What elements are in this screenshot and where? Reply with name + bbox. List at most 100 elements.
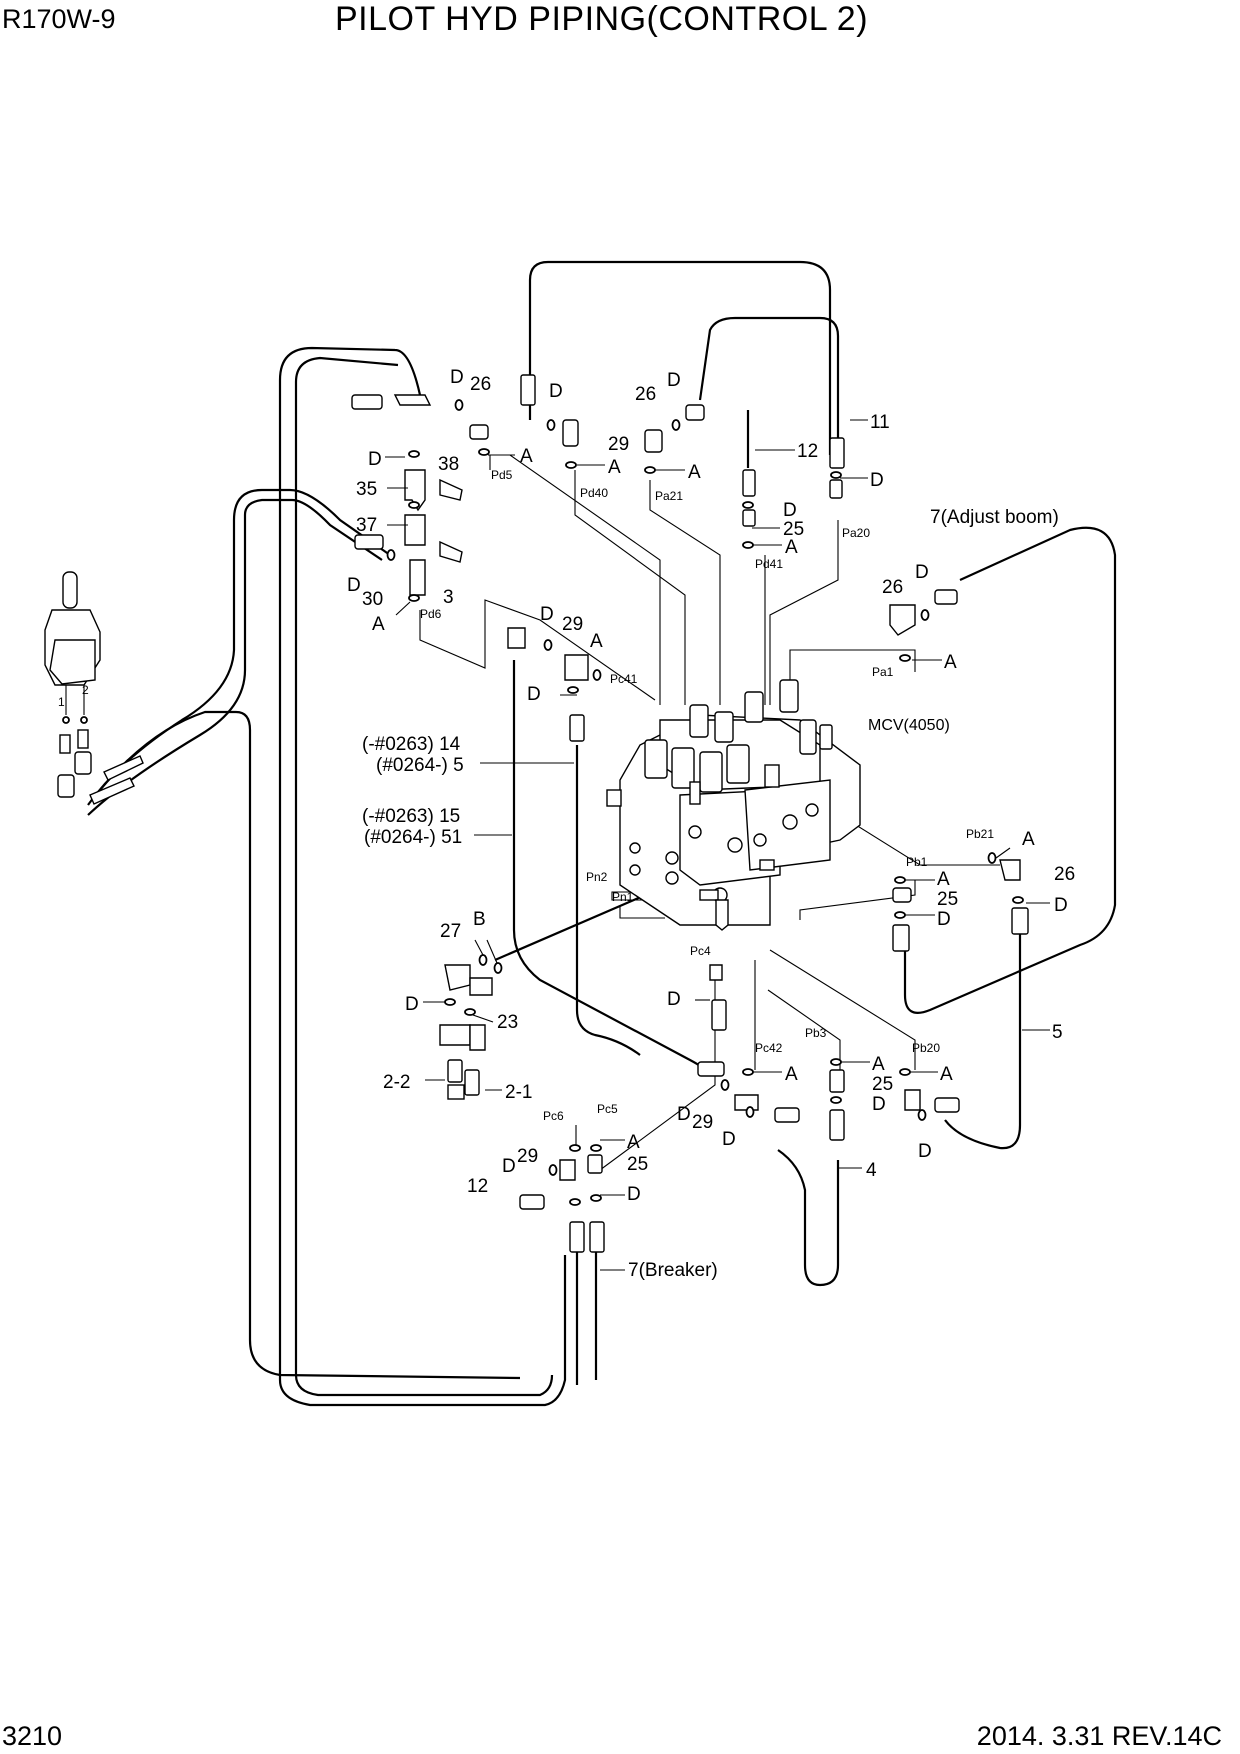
callout-d: D — [502, 1156, 516, 1177]
port-label-pb21: Pb21 — [966, 827, 994, 841]
port-label-pc41: Pc41 — [610, 672, 638, 686]
callout-2-1: 2-1 — [505, 1082, 532, 1103]
callout-29: 29 — [517, 1146, 538, 1167]
callout-14: (-#0263) 14 — [362, 734, 461, 755]
port-label-pb3: Pb3 — [805, 1026, 827, 1040]
callout-d: D — [937, 909, 951, 930]
callout-d: D — [527, 684, 541, 705]
port-label-pn2: Pn2 — [586, 870, 608, 884]
callout-3: 3 — [443, 587, 454, 608]
callout-a: A — [785, 537, 798, 558]
callout-7-breaker: 7(Breaker) — [628, 1260, 718, 1281]
callout-a: A — [627, 1132, 640, 1153]
callout-35: 35 — [356, 479, 377, 500]
callout-51: (#0264-) 51 — [364, 827, 462, 848]
callout-26: 26 — [1054, 864, 1075, 885]
callout-d: D — [540, 604, 554, 625]
callout-labels: D 26 A D 29 A 26 D A 12 11 D D 25 A D 38… — [347, 367, 1075, 1281]
callout-d: D — [549, 381, 563, 402]
callout-2-2: 2-2 — [383, 1072, 410, 1093]
callout-d: D — [872, 1094, 886, 1115]
callout-11: 11 — [870, 412, 890, 433]
port-label-pa21: Pa21 — [655, 489, 683, 503]
callout-4: 4 — [866, 1160, 877, 1181]
callout-a: A — [688, 462, 701, 483]
callout-d: D — [627, 1184, 641, 1205]
callout-d: D — [405, 994, 419, 1015]
callout-29: 29 — [692, 1112, 713, 1133]
port-label-pc6: Pc6 — [543, 1109, 564, 1123]
hose-lines — [87, 260, 1117, 1407]
port-label-pd41: Pd41 — [755, 557, 783, 571]
callout-29: 29 — [608, 434, 629, 455]
port-label-pa20: Pa20 — [842, 526, 870, 540]
port-label-pc4: Pc4 — [690, 944, 711, 958]
callout-d: D — [783, 500, 797, 521]
callout-a: A — [872, 1054, 885, 1075]
port-label-1: 1 — [58, 695, 65, 709]
callout-a: A — [590, 631, 603, 652]
callout-12: 12 — [467, 1176, 488, 1197]
callout-5: (#0264-) 5 — [376, 755, 464, 776]
callout-25: 25 — [783, 519, 804, 540]
callout-26: 26 — [882, 577, 903, 598]
remote-control-valve — [44, 571, 144, 805]
callout-25: 25 — [937, 889, 958, 910]
page-number: 3210 — [2, 1721, 63, 1751]
port-label-pd5: Pd5 — [491, 468, 513, 482]
port-label-pb1: Pb1 — [906, 855, 928, 869]
callout-d: D — [667, 370, 681, 391]
port-label-pd40: Pd40 — [580, 486, 608, 500]
callout-a: A — [1022, 829, 1035, 850]
callout-a: A — [372, 614, 385, 635]
callout-a: A — [937, 869, 950, 890]
callout-a: A — [940, 1064, 953, 1085]
port-label-pb20: Pb20 — [912, 1041, 940, 1055]
port-label-pc42: Pc42 — [755, 1041, 783, 1055]
callout-26: 26 — [470, 374, 491, 395]
callout-d: D — [1054, 895, 1068, 916]
callout-37: 37 — [356, 515, 377, 536]
callout-d: D — [722, 1129, 736, 1150]
callout-a: A — [785, 1064, 798, 1085]
callout-d: D — [677, 1104, 691, 1125]
port-label-pd6: Pd6 — [420, 607, 442, 621]
callout-d: D — [450, 367, 464, 388]
page-title: PILOT HYD PIPING(CONTROL 2) — [335, 0, 869, 38]
callout-27: 27 — [440, 921, 461, 942]
component-label-mcv: MCV(4050) — [868, 717, 950, 734]
callout-b: B — [473, 909, 486, 930]
callout-12: 12 — [797, 441, 818, 462]
callout-d: D — [870, 470, 884, 491]
mcv-main-control-valve — [606, 679, 861, 931]
port-label-pa1: Pa1 — [872, 665, 894, 679]
o-rings — [386, 399, 1024, 1206]
callout-15: (-#0263) 15 — [362, 806, 460, 827]
callout-29: 29 — [562, 614, 583, 635]
callout-30: 30 — [362, 589, 383, 610]
port-label-pn1: Pn1 — [612, 890, 634, 904]
port-labels: Pd5 Pd40 Pa21 Pa20 Pd41 Pd6 Pa1 Pc41 Pb2… — [58, 468, 994, 1123]
callout-a: A — [608, 457, 621, 478]
model-code: R170W-9 — [2, 4, 116, 34]
callout-d: D — [667, 989, 681, 1010]
callout-26: 26 — [635, 384, 656, 405]
revision-date: 2014. 3.31 REV.14C — [976, 1721, 1222, 1751]
fittings — [351, 374, 1029, 1253]
callout-25: 25 — [872, 1074, 893, 1095]
callout-d: D — [918, 1141, 932, 1162]
callout-7-adjust-boom: 7(Adjust boom) — [930, 507, 1059, 528]
port-label-2: 2 — [82, 683, 89, 697]
callout-25: 25 — [627, 1154, 648, 1175]
port-label-pc5: Pc5 — [597, 1102, 618, 1116]
callout-d: D — [368, 449, 382, 470]
callout-d: D — [347, 575, 361, 596]
callout-23: 23 — [497, 1012, 518, 1033]
callout-pointers — [385, 419, 1050, 1271]
callout-38: 38 — [438, 454, 459, 475]
callout-5: 5 — [1052, 1022, 1063, 1043]
callout-d: D — [915, 562, 929, 583]
callout-a: A — [944, 652, 957, 673]
callout-a: A — [520, 446, 533, 467]
